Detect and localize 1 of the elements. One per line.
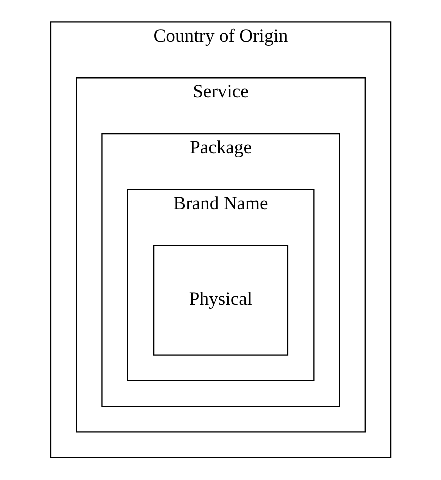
node-box: Physical (152, 245, 288, 356)
